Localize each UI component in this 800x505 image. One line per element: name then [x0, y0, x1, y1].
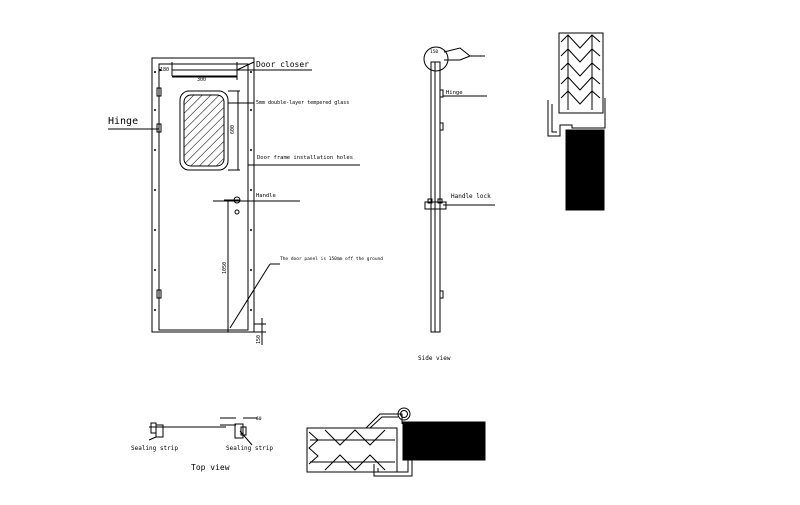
front-view: 180 300 600 1050 150 [108, 57, 360, 345]
label-ground-note: The door panel is 150mm off the ground [280, 256, 383, 262]
side-view: 150 [423, 46, 495, 333]
hinge-top [156, 87, 162, 97]
label-glass: 5mm double-layer tempered glass [256, 100, 349, 106]
dim-top-view-small: 60 [256, 416, 262, 422]
dim-closer-offset: 180 [160, 67, 169, 73]
label-sealing-strip-left: Sealing strip [131, 445, 178, 452]
label-handle-lock: Handle lock [451, 193, 491, 200]
door-frame-outer [151, 57, 255, 333]
dim-handle-height: 1050 [222, 262, 228, 274]
closer-detail-circle [423, 46, 449, 72]
label-top-view: Top view [191, 463, 230, 472]
handle-lock [234, 209, 240, 215]
top-view: 60 [148, 416, 262, 446]
door-panel [158, 63, 249, 331]
dim-bottom-gap: 150 [256, 335, 262, 344]
label-sealing-strip-right: Sealing strip [226, 445, 273, 452]
dim-side-top: 150 [430, 49, 438, 55]
door-leaf-section-h [402, 421, 486, 461]
wall-section-h [306, 427, 398, 473]
hinge-pin-circle [397, 407, 411, 421]
label-door-closer: Door closer [256, 60, 309, 69]
dim-closer-width: 300 [197, 77, 206, 83]
glass-window-outer [179, 90, 229, 171]
glass-window-inner [183, 94, 225, 167]
label-handle: Handle [256, 193, 276, 199]
hinge-bottom [156, 289, 162, 299]
label-hinge-main: Hinge [108, 116, 138, 127]
label-frame-holes: Door frame installation holes [257, 155, 353, 161]
label-side-view: Side view [418, 355, 451, 362]
wall-section [558, 32, 604, 114]
label-hinge-side: Hinge [446, 90, 463, 96]
hinge-mid [156, 123, 162, 133]
section-detail-horizontal [306, 407, 486, 477]
side-hinge-bottom [439, 290, 444, 299]
side-hinge-top [439, 89, 444, 98]
side-hinge-mid [439, 122, 444, 131]
dim-window-height: 600 [230, 125, 236, 134]
door-leaf-section [565, 129, 605, 211]
section-detail-vertical [547, 32, 606, 211]
frame-holes [154, 68, 252, 311]
